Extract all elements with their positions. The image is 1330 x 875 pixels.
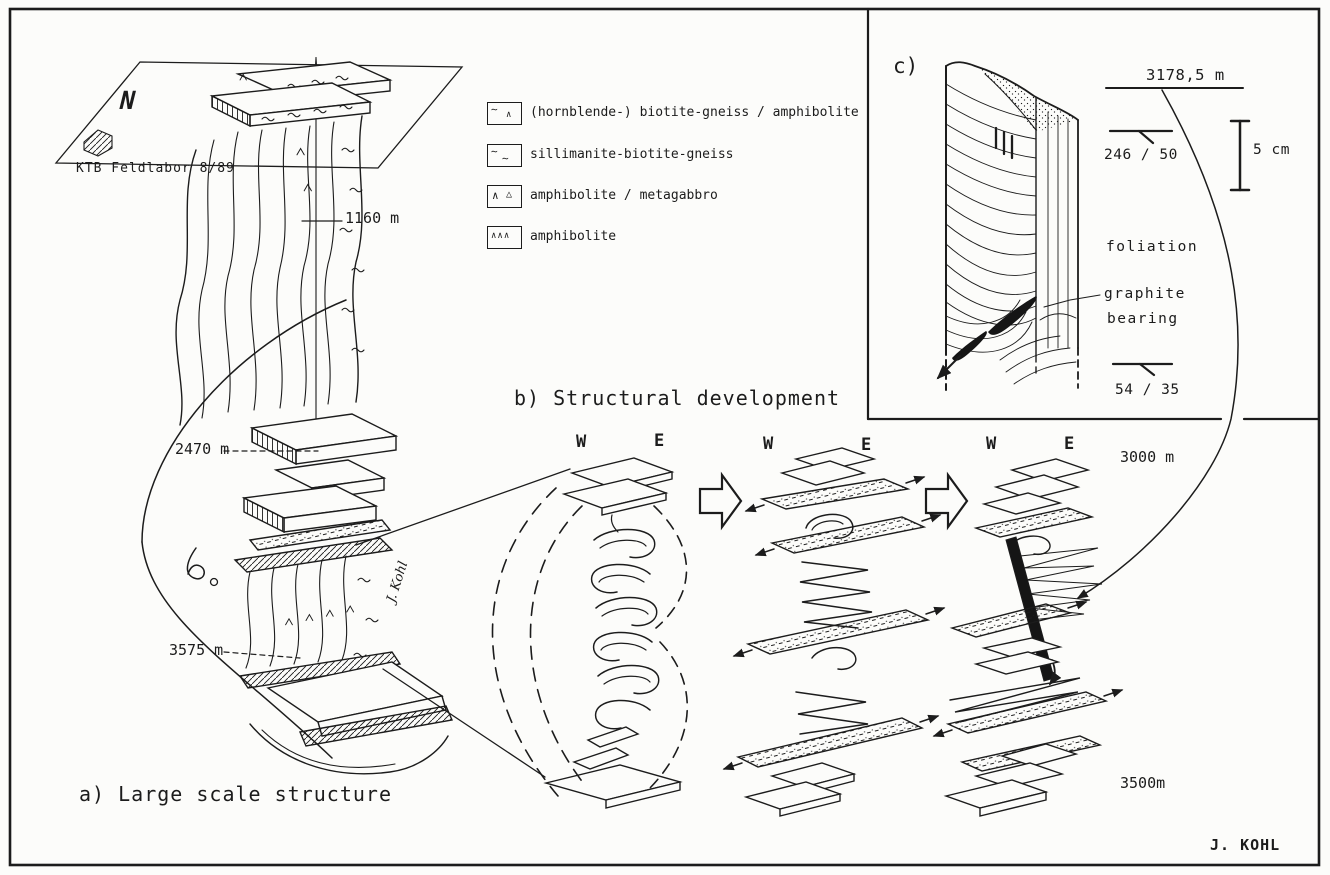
fold-squiggle-symbol	[186, 547, 205, 580]
graphite-seam	[988, 296, 1037, 335]
legend-label-1: (hornblende-) biotite-gneiss / amphiboli…	[530, 105, 859, 120]
author-credit: J. KOHL	[1210, 836, 1281, 854]
dip-upper-label: 246 / 50	[1104, 147, 1178, 163]
stage1-east-label: E	[654, 431, 665, 451]
stage2-west-label: W	[763, 434, 774, 454]
stage3-drawing	[932, 458, 1124, 817]
depth-label-1160: 1160 m	[345, 209, 400, 227]
stage3-west-label: W	[986, 434, 997, 454]
scale-bar	[1229, 119, 1251, 192]
folded-structure-drawing	[141, 61, 453, 775]
foliation-label: foliation	[1106, 239, 1199, 255]
stage1-west-label: W	[576, 432, 587, 452]
flow-arrow-1-icon	[698, 471, 743, 531]
legend-label-3: amphibolite / metagabbro	[530, 188, 718, 203]
legend-swatch-amphibolite-icon: ∧∧∧	[487, 226, 522, 249]
panel-c-border	[866, 7, 1320, 421]
legend-label-2: sillimanite-biotite-gneiss	[530, 147, 734, 162]
strike-dip-upper-icon	[1108, 129, 1174, 145]
legend-swatch-gneiss-amphibolite-icon: ∼ ∧	[487, 102, 522, 125]
depth-label-3575: 3575 m	[169, 641, 224, 659]
legend-label-4: amphibolite	[530, 229, 617, 244]
panel-b-title: b) Structural development	[514, 386, 841, 410]
strike-dip-lower-icon	[1111, 362, 1174, 377]
site-label: KTB Feldlabor 8/89	[76, 161, 235, 176]
graphite-label: graphite	[1104, 286, 1186, 302]
stage2-drawing	[722, 447, 946, 817]
dip-lower-label: 54 / 35	[1115, 382, 1180, 398]
stage3-east-label: E	[1064, 434, 1075, 454]
legend-swatch-sillimanite-gneiss-icon: ∼ ∼	[487, 144, 522, 167]
core-sample-drawing	[936, 61, 1101, 391]
panel-a-title: a) Large scale structure	[79, 782, 392, 806]
depth-leader-lines	[223, 220, 343, 659]
flow-arrow-2-icon	[924, 471, 969, 531]
stage2-east-label: E	[861, 435, 872, 455]
figure-border	[8, 7, 1321, 867]
core-location-connector-curve	[1076, 89, 1239, 599]
depth-label-2470: 2470 m	[175, 440, 230, 458]
core-depth-label: 3178,5 m	[1146, 66, 1225, 84]
scale-label: 5 cm	[1253, 142, 1290, 158]
depth-label-3500: 3500m	[1120, 774, 1166, 792]
stage1-drawing	[491, 457, 688, 809]
bearing-label: bearing	[1107, 311, 1179, 327]
depth-label-3000: 3000 m	[1120, 448, 1175, 466]
zoom-connector-lines	[355, 468, 571, 778]
legend-swatch-metagabbro-icon: ∧ △	[487, 185, 522, 208]
panel-c-title: c)	[893, 54, 919, 78]
field-lab-building-icon	[83, 129, 113, 157]
